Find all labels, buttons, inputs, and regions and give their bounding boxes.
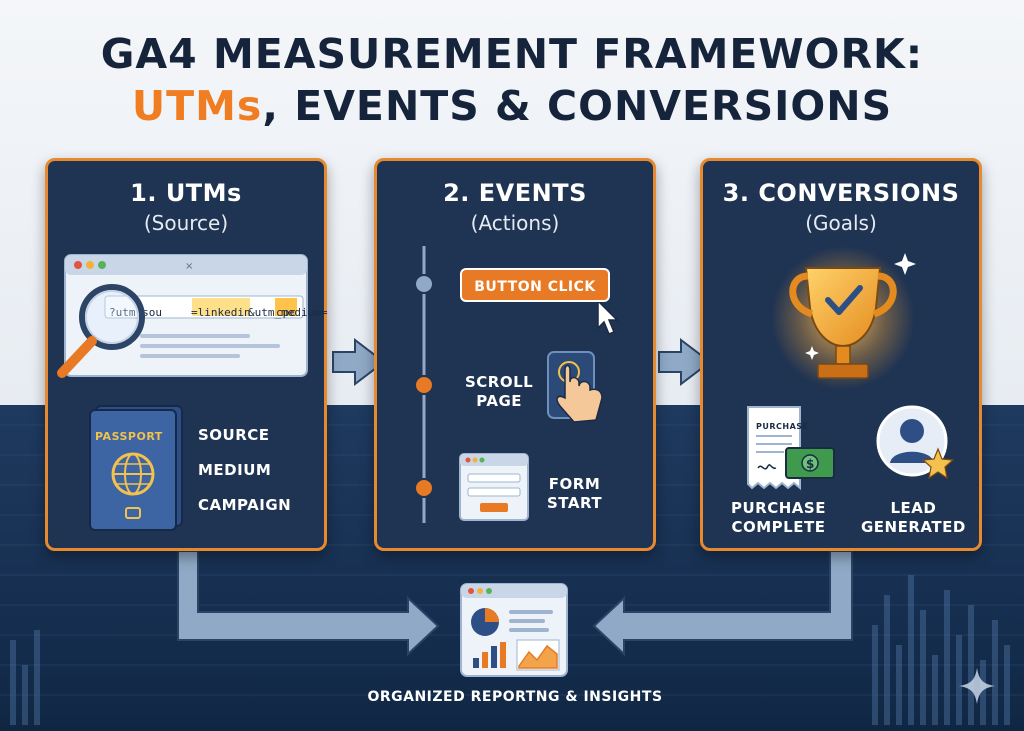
url-part-3: &utm_medium= [248, 306, 328, 319]
arrow-utms-to-report [177, 550, 440, 657]
utm-item-medium: MEDIUM [198, 461, 272, 479]
panel-title: 3. CONVERSIONS [722, 179, 960, 207]
svg-text:$: $ [806, 457, 814, 471]
title-rest: , EVENTS & CONVERSIONS [262, 82, 893, 130]
utm-item-campaign: CAMPAIGN [198, 496, 292, 514]
passport-icon [89, 405, 183, 531]
utm-item-source: SOURCE [198, 426, 270, 444]
url-part-4: cpc [276, 306, 296, 319]
title-highlight: UTMs [131, 82, 263, 130]
arrow-conversions-to-report [592, 550, 853, 657]
panel-title: 1. UTMs [130, 179, 242, 207]
panel-subtitle: (Goals) [805, 211, 877, 235]
receipt-label: PURCHASE [756, 422, 809, 431]
panel-utms: 1. UTMs (Source) × ?utm_sou =linkedin &u… [45, 158, 327, 551]
goal-lead-generated: LEAD GENERATED [861, 499, 966, 536]
url-part-2: =linkedin [191, 306, 251, 319]
receipt-icon: $ [747, 406, 835, 491]
magnifier-icon [57, 284, 145, 378]
report-label: ORGANIZED REPORTNG & INSIGHTS [367, 689, 663, 705]
goal-purchase-complete: PURCHASE COMPLETE [731, 499, 826, 536]
button-click-event: BUTTON CLICK [460, 268, 610, 302]
panel-subtitle: (Source) [143, 211, 229, 235]
scroll-page-event: SCROLL PAGE [465, 373, 534, 410]
title-line-1: GA4 MEASUREMENT FRAMEWORK: [100, 30, 924, 78]
lead-avatar-icon [876, 405, 955, 480]
title-line-2: UTMs, EVENTS & CONVERSIONS [0, 82, 1024, 130]
passport-label: PASSPORT [95, 430, 163, 443]
form-start-event: FORM START [547, 475, 603, 512]
svg-text:×: × [185, 261, 193, 272]
report-dashboard-icon [460, 583, 568, 677]
panel-subtitle: (Actions) [470, 211, 560, 235]
panel-events: 2. EVENTS (Actions) BUTTON CLICK SCROLL … [374, 158, 656, 551]
event-timeline [414, 246, 619, 523]
arrow-events-to-conversions [658, 337, 712, 387]
trophy-icon [771, 246, 916, 390]
panel-conversions: 3. CONVERSIONS (Goals) [700, 158, 982, 551]
sparkle-icon [959, 668, 995, 704]
arrow-utms-to-events [332, 337, 386, 387]
panel-title: 2. EVENTS [443, 179, 587, 207]
url-part-1: ?utm_sou [109, 306, 162, 319]
